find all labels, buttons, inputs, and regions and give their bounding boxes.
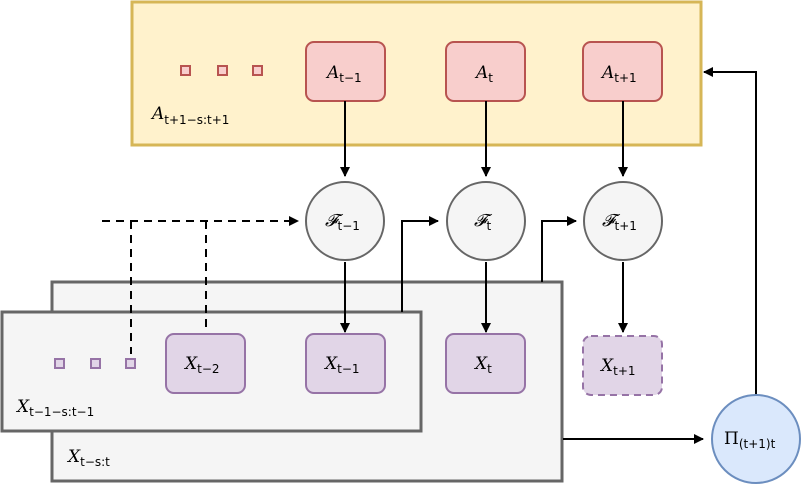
- filter-node-t-minus-1: 𝓕t−1: [305, 181, 385, 261]
- filter-node-t: 𝓕t: [446, 181, 526, 261]
- svg-text:At−1: At−1: [325, 63, 362, 85]
- svg-text:Xt−2: Xt−2: [183, 354, 220, 376]
- state-node-t-plus-1-predicted: Xt+1: [582, 335, 663, 396]
- svg-text:At: At: [474, 63, 493, 85]
- state-node-t: Xt: [445, 333, 526, 394]
- state-window-front-label: Xt−1−s:t−1: [15, 397, 94, 419]
- state-node-t-minus-2: Xt−2: [165, 333, 246, 394]
- edge-window-filter: [541, 216, 577, 282]
- policy-node: Π(t+1)t: [711, 394, 801, 484]
- state-ellipsis-dot: [54, 358, 65, 369]
- action-ellipsis-dot: [217, 65, 228, 76]
- state-window-back-label: Xt−s:t: [66, 447, 110, 469]
- svg-text:Xt−1: Xt−1: [323, 354, 360, 376]
- svg-text:Xt+1: Xt+1: [599, 356, 636, 378]
- svg-text:Xt: Xt: [473, 354, 492, 376]
- svg-text:At+1: At+1: [600, 63, 637, 85]
- action-ellipsis-dot: [180, 65, 191, 76]
- action-window-label: At+1−s:t+1: [150, 104, 229, 127]
- state-node-t-minus-1: Xt−1: [305, 333, 386, 394]
- action-node-t-plus-1: At+1: [582, 41, 663, 102]
- edge-policy-action-window: [703, 67, 757, 398]
- action-node-t: At: [445, 41, 526, 102]
- action-node-t-minus-1: At−1: [305, 41, 386, 102]
- edge-window-filter: [401, 216, 439, 312]
- svg-text:Π(t+1)t: Π(t+1)t: [724, 429, 776, 451]
- state-ellipsis-dot: [125, 358, 136, 369]
- state-ellipsis-dot: [90, 358, 101, 369]
- filter-node-t-plus-1: 𝓕t+1: [583, 181, 663, 261]
- action-ellipsis-dot: [252, 65, 263, 76]
